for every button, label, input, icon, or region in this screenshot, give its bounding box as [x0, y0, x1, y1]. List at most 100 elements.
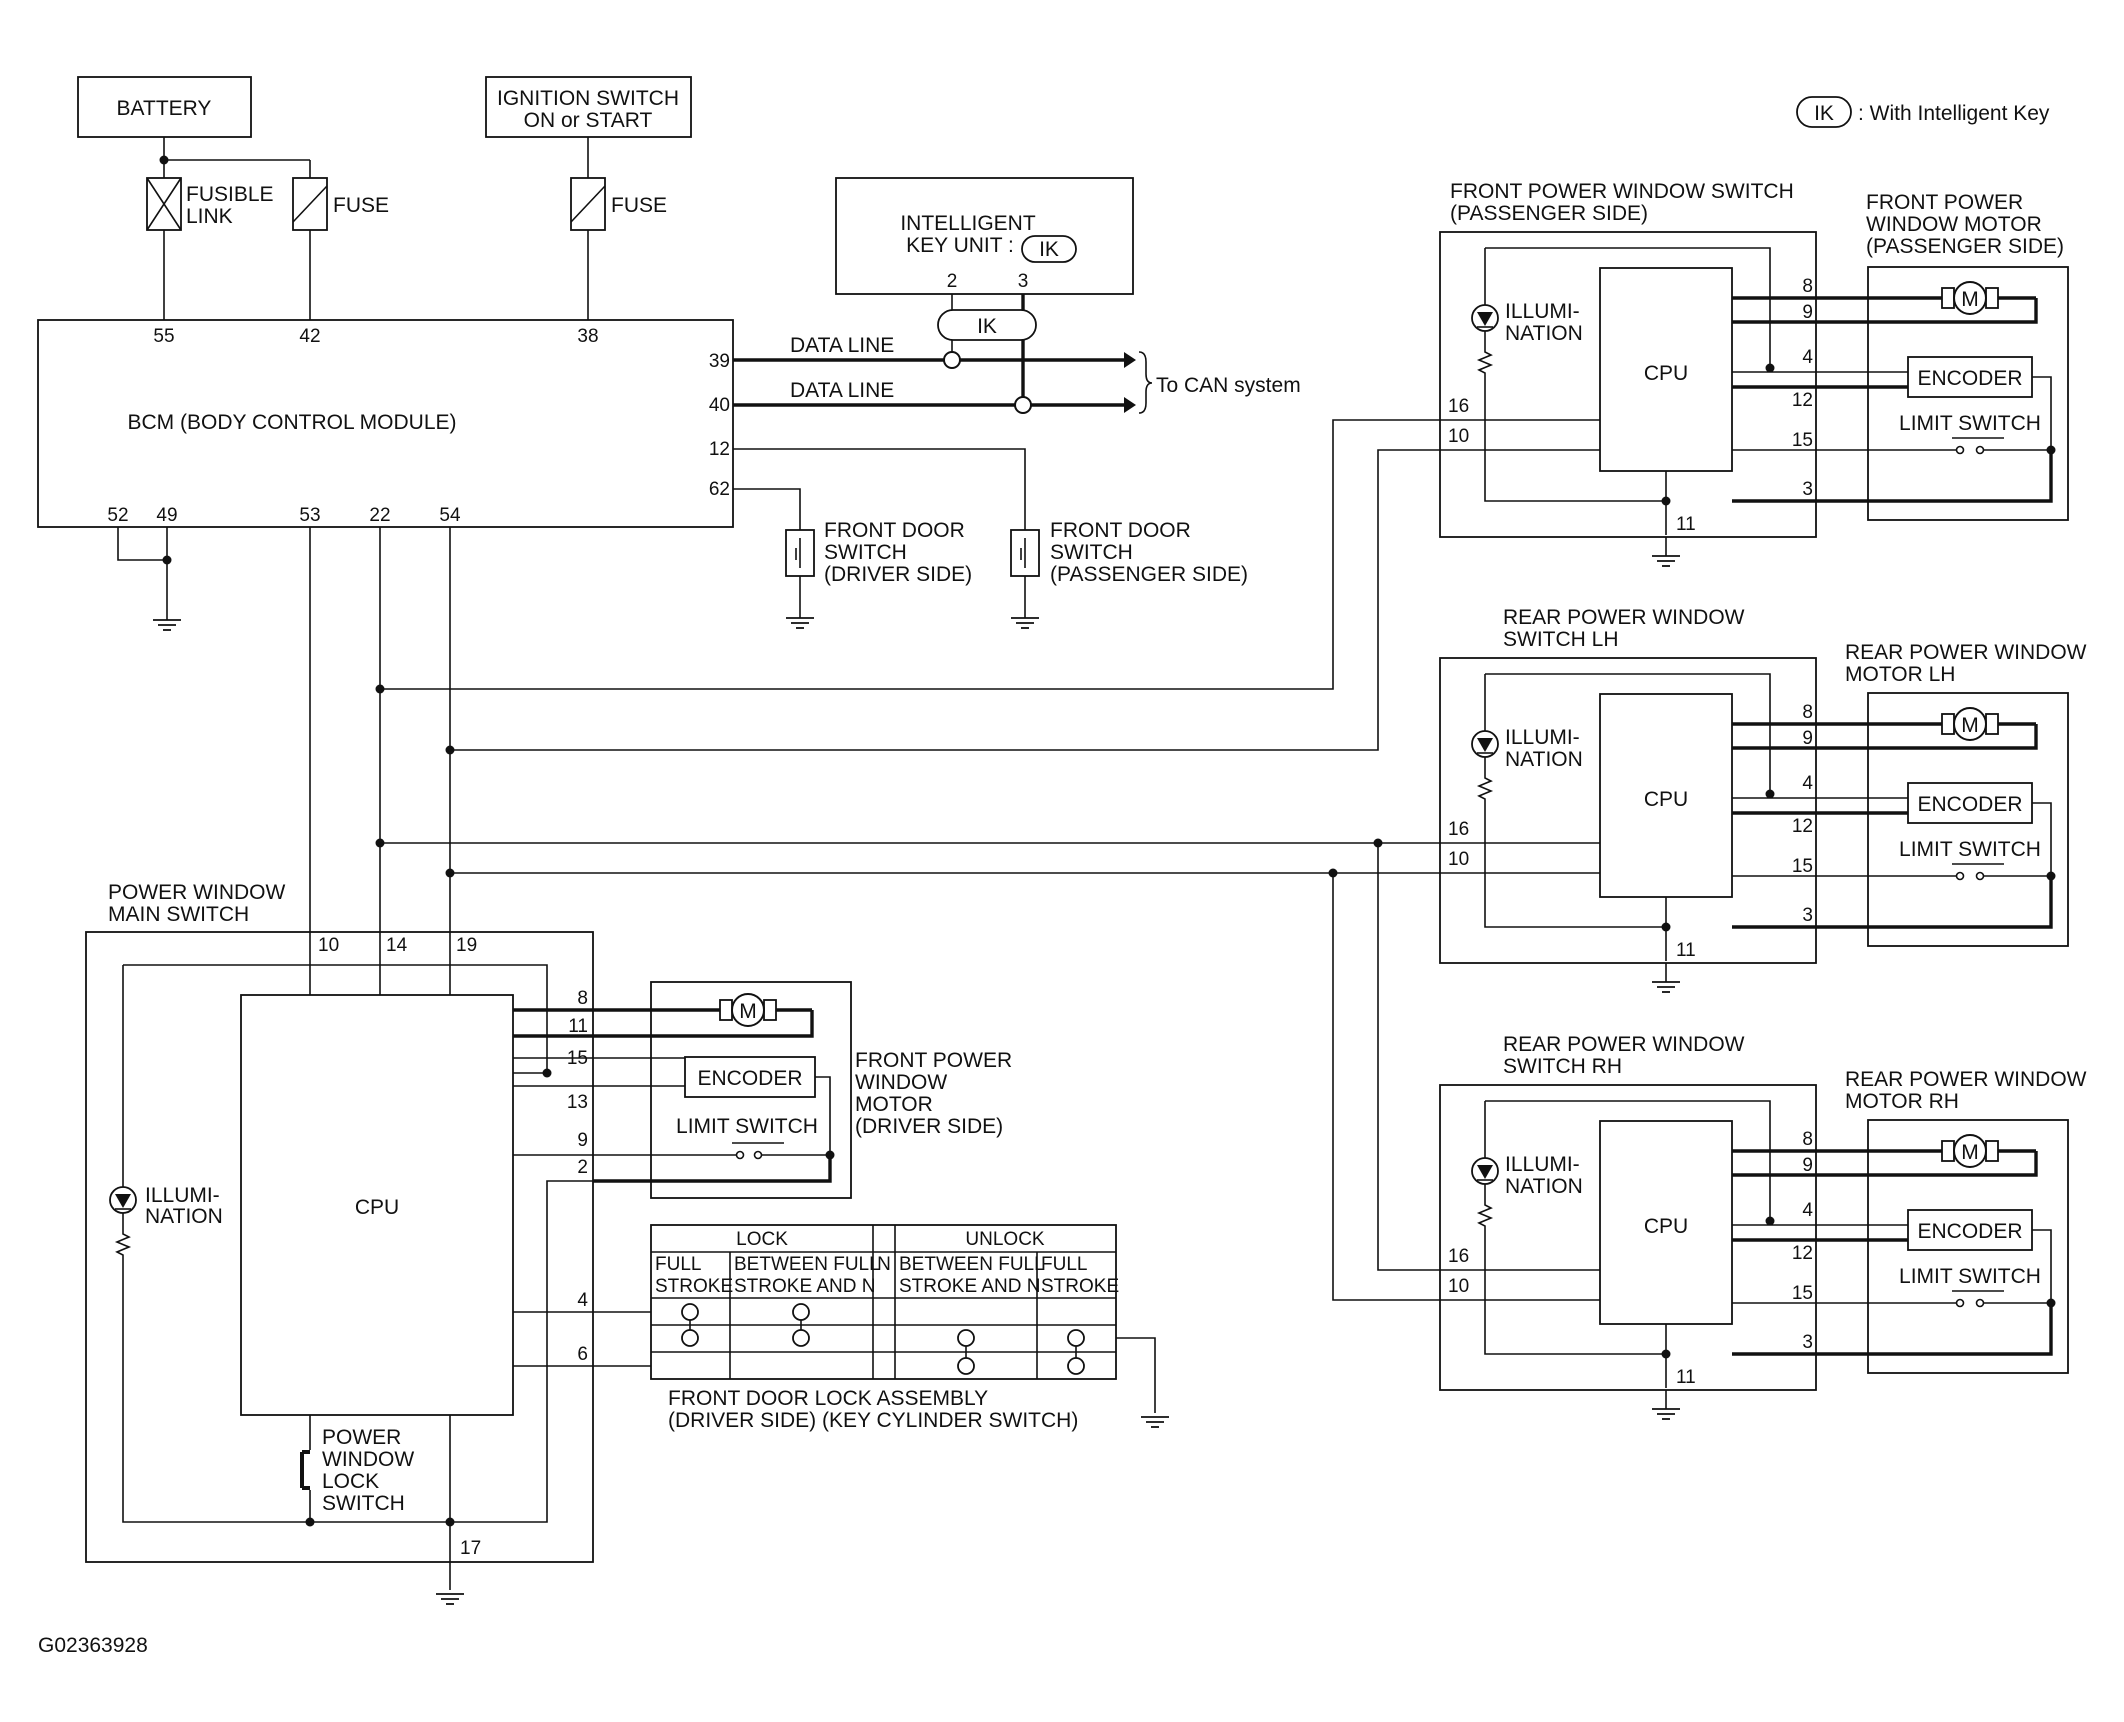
svg-text:M: M: [739, 1000, 757, 1023]
svg-text:ILLUMI-: ILLUMI-: [1505, 300, 1580, 323]
svg-text:NATION: NATION: [145, 1205, 223, 1228]
svg-text:3: 3: [1802, 905, 1813, 926]
svg-text:14: 14: [386, 935, 408, 956]
svg-text:NATION: NATION: [1505, 322, 1583, 345]
svg-text:FRONT DOOR: FRONT DOOR: [1050, 519, 1191, 542]
svg-text:(PASSENGER SIDE): (PASSENGER SIDE): [1450, 202, 1648, 225]
svg-text:11: 11: [1676, 1367, 1696, 1388]
rear-power-window-motor-rh: REAR POWER WINDOW MOTOR RH M ENCODER LIM…: [1845, 1068, 2087, 1374]
svg-text:LIMIT SWITCH: LIMIT SWITCH: [1899, 412, 2041, 435]
svg-text:40: 40: [709, 395, 730, 416]
svg-text:62: 62: [709, 479, 730, 500]
svg-text:22: 22: [369, 505, 390, 526]
data-line-2: DATA LINE: [790, 379, 894, 402]
svg-text:9: 9: [1802, 302, 1813, 323]
rear-power-window-motor-lh: REAR POWER WINDOW MOTOR LH M ENCODER LIM…: [1845, 641, 2087, 947]
svg-text:15: 15: [1792, 856, 1813, 877]
svg-text:LOCK: LOCK: [736, 1229, 788, 1250]
svg-text:16: 16: [1448, 396, 1469, 417]
svg-text:N: N: [877, 1254, 891, 1275]
svg-text:8: 8: [1802, 702, 1813, 723]
svg-text:3: 3: [1802, 479, 1813, 500]
ignition-switch: IGNITION SWITCH ON or START: [485, 76, 692, 138]
svg-text:CPU: CPU: [1644, 788, 1688, 811]
to-can-system: To CAN system: [1156, 374, 1301, 397]
svg-text:ILLUMI-: ILLUMI-: [145, 1184, 220, 1207]
svg-text:CPU: CPU: [1644, 362, 1688, 385]
front-door-switch-passenger: FRONT DOOR SWITCH (PASSENGER SIDE): [1010, 519, 1248, 629]
svg-text:UNLOCK: UNLOCK: [965, 1229, 1045, 1250]
svg-text:ENCODER: ENCODER: [1917, 793, 2022, 816]
svg-text:3: 3: [1018, 271, 1029, 292]
svg-text:16: 16: [1448, 819, 1469, 840]
svg-text:LIMIT SWITCH: LIMIT SWITCH: [1899, 1265, 2041, 1288]
svg-text:: With Intelligent Key: : With Intelligent Key: [1858, 102, 2050, 125]
svg-text:REAR POWER WINDOW: REAR POWER WINDOW: [1845, 641, 2087, 664]
svg-text:54: 54: [439, 505, 461, 526]
svg-text:13: 13: [567, 1092, 588, 1113]
svg-text:FRONT POWER: FRONT POWER: [855, 1049, 1012, 1072]
svg-text:CPU: CPU: [1644, 1215, 1688, 1238]
svg-text:9: 9: [1802, 1155, 1813, 1176]
svg-text:STROKE AND N: STROKE AND N: [734, 1276, 875, 1297]
svg-text:10: 10: [1448, 1276, 1469, 1297]
svg-text:ENCODER: ENCODER: [1917, 1220, 2022, 1243]
svg-text:M: M: [1961, 288, 1979, 311]
svg-text:FUSE: FUSE: [611, 194, 667, 217]
svg-text:ILLUMI-: ILLUMI-: [1505, 726, 1580, 749]
svg-text:53: 53: [299, 505, 320, 526]
svg-text:SWITCH: SWITCH: [1050, 541, 1133, 564]
svg-text:ON or START: ON or START: [524, 109, 653, 132]
svg-text:9: 9: [577, 1130, 588, 1151]
svg-text:3: 3: [1802, 1332, 1813, 1353]
svg-text:(DRIVER SIDE): (DRIVER SIDE): [824, 563, 972, 586]
svg-text:ENCODER: ENCODER: [1917, 367, 2022, 390]
svg-text:LIMIT SWITCH: LIMIT SWITCH: [1899, 838, 2041, 861]
svg-text:M: M: [1961, 1141, 1979, 1164]
svg-text:8: 8: [577, 988, 588, 1009]
svg-text:12: 12: [1792, 1243, 1813, 1264]
svg-text:STROKE: STROKE: [655, 1276, 733, 1297]
svg-text:FULL: FULL: [1041, 1254, 1087, 1275]
svg-text:FUSE: FUSE: [333, 194, 389, 217]
svg-text:SWITCH RH: SWITCH RH: [1503, 1055, 1622, 1078]
svg-text:LIMIT SWITCH: LIMIT SWITCH: [676, 1115, 818, 1138]
svg-text:12: 12: [1792, 816, 1813, 837]
svg-text:4: 4: [1802, 347, 1813, 368]
svg-text:15: 15: [1792, 1283, 1813, 1304]
svg-text:MOTOR LH: MOTOR LH: [1845, 663, 1955, 686]
front-power-window-motor-passenger: FRONT POWER WINDOW MOTOR (PASSENGER SIDE…: [1866, 191, 2069, 521]
svg-text:39: 39: [709, 351, 730, 372]
svg-text:4: 4: [577, 1290, 588, 1311]
front-power-window-motor-driver: M ENCODER LIMIT SWITCH FRONT POWER WINDO…: [650, 981, 1012, 1199]
svg-text:11: 11: [568, 1016, 588, 1037]
svg-text:REAR POWER WINDOW: REAR POWER WINDOW: [1503, 606, 1745, 629]
svg-text:BETWEEN FULL: BETWEEN FULL: [899, 1254, 1045, 1275]
svg-text:BATTERY: BATTERY: [117, 97, 212, 120]
svg-text:STROKE AND N: STROKE AND N: [899, 1276, 1040, 1297]
svg-text:38: 38: [577, 326, 598, 347]
svg-text:SWITCH: SWITCH: [824, 541, 907, 564]
fusible-link: FUSIBLE LINK: [146, 177, 274, 231]
svg-text:FUSIBLE: FUSIBLE: [186, 183, 274, 206]
svg-text:9: 9: [1802, 728, 1813, 749]
svg-text:WINDOW: WINDOW: [322, 1448, 414, 1471]
svg-text:(PASSENGER SIDE): (PASSENGER SIDE): [1866, 235, 2064, 258]
svg-text:8: 8: [1802, 1129, 1813, 1150]
svg-text:16: 16: [1448, 1246, 1469, 1267]
svg-text:49: 49: [156, 505, 177, 526]
svg-text:42: 42: [299, 326, 320, 347]
svg-text:FRONT DOOR: FRONT DOOR: [824, 519, 965, 542]
svg-text:SWITCH LH: SWITCH LH: [1503, 628, 1619, 651]
power-window-main-switch: POWER WINDOW MAIN SWITCH CPU 10 14 19 IL…: [85, 881, 832, 1605]
svg-text:52: 52: [107, 505, 128, 526]
svg-text:MOTOR: MOTOR: [855, 1093, 933, 1116]
svg-text:2: 2: [947, 271, 958, 292]
figure-id: G02363928: [38, 1634, 148, 1657]
fuse-1: FUSE: [292, 177, 389, 231]
svg-text:FRONT POWER WINDOW SWITCH: FRONT POWER WINDOW SWITCH: [1450, 180, 1794, 203]
svg-text:BETWEEN FULL: BETWEEN FULL: [734, 1254, 880, 1275]
svg-text:4: 4: [1802, 773, 1813, 794]
svg-text:12: 12: [709, 439, 730, 460]
